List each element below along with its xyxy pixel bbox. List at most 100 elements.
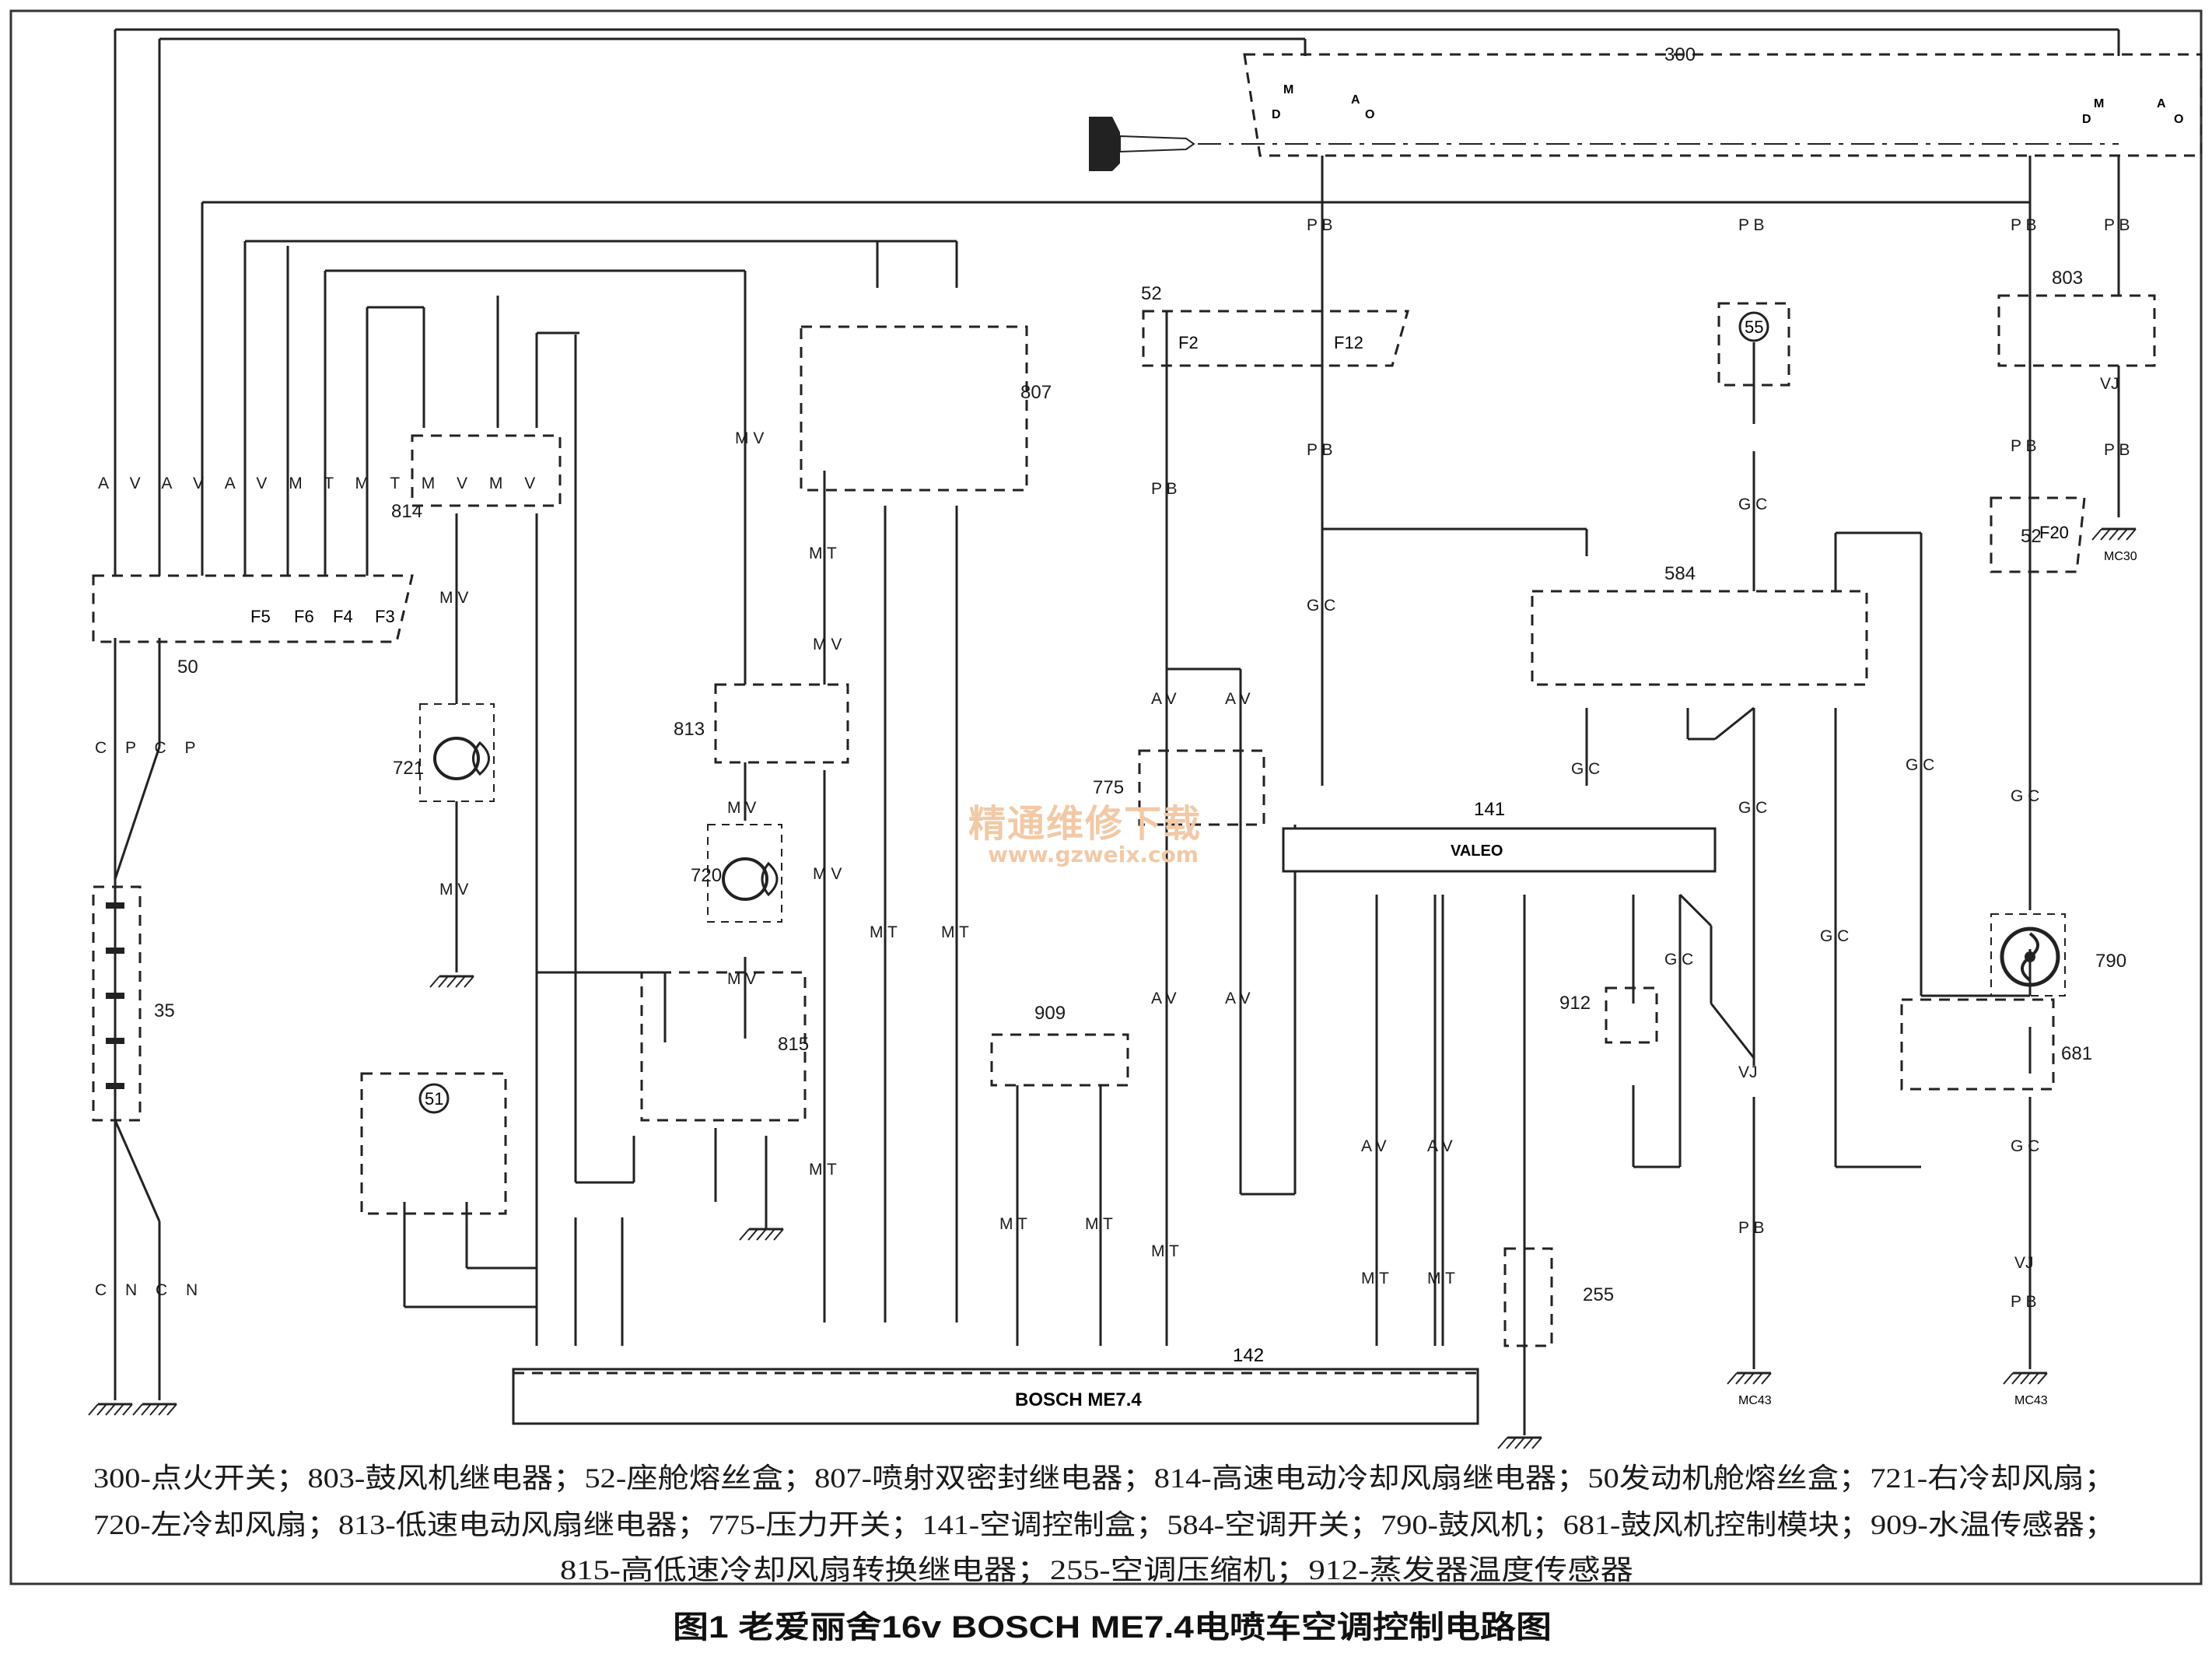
wire-pb-7: P B [2011, 437, 2036, 455]
wire-vj-2: VJ [2014, 1254, 2034, 1272]
fuse-f6: F6 [294, 607, 314, 626]
legend-line-1: 300-点火开关；803-鼓风机继电器；52-座舱熔丝盒；807-喷射双密封继电… [93, 1463, 2116, 1494]
ign-pos-6: D [2082, 113, 2091, 126]
wire-mv-5: M V [813, 865, 842, 883]
wire-pb-5: P B [2104, 216, 2130, 234]
wire-av-6: A V [1427, 1137, 1453, 1155]
legend-line-3: 815-高低速冷却风扇转换继电器；255-空调压缩机；912-蒸发器温度传感器 [560, 1554, 1633, 1585]
wire-mt-3: M T [870, 923, 898, 941]
wire-pb-3: P B [1738, 216, 1764, 234]
fuse-labels: F2 F12 F20 F5 F6 F4 F3 [250, 333, 2069, 626]
wire-pb-8: P B [1151, 480, 1177, 498]
wire-gc-7: G C [2011, 787, 2039, 805]
label-720: 720 [691, 865, 722, 886]
ign-pos-4: O [1365, 108, 1374, 121]
wire-pb-6: P B [2104, 441, 2130, 459]
label-52: 52 [1141, 283, 1162, 304]
ac-box-id-label: 141 [1474, 799, 1505, 820]
wire-vj-1: VJ [1738, 1063, 1758, 1081]
wire-mt-9: M T [1427, 1270, 1455, 1287]
label-912: 912 [1559, 993, 1591, 1014]
ign-pos-5: M [2094, 97, 2104, 110]
ac-control-box-141 [1282, 827, 1717, 873]
fuse-f20: F20 [2039, 523, 2069, 542]
wire-gc-2: G C [1307, 597, 1335, 615]
wire-gc-1: G C [1738, 496, 1767, 513]
ecu-142-block [512, 1368, 1479, 1425]
ign-pos-3: A [1351, 93, 1360, 107]
wire-pb-9: P B [1738, 1219, 1764, 1237]
label-50: 50 [177, 657, 198, 678]
ground-labels: MC30 MC43 MC43 [1738, 550, 2137, 1407]
fan-721-icon [419, 703, 495, 802]
wire-code-labels: A V A V A V M T M T M V M V C P C P C N … [95, 216, 2130, 1311]
label-721: 721 [393, 758, 424, 779]
label-909: 909 [1034, 1003, 1066, 1024]
wire-mt-7: M T [1151, 1242, 1179, 1260]
wire-gc-5: G C [1906, 756, 1934, 774]
label-300: 300 [1664, 44, 1696, 65]
wire-mv-2: M V [439, 881, 468, 899]
wire-pb-2: P B [1307, 441, 1332, 459]
legend: 300-点火开关；803-鼓风机继电器；52-座舱熔丝盒；807-喷射双密封继电… [93, 1463, 2116, 1585]
ecu-name-label: BOSCH ME7.4 [1015, 1389, 1142, 1410]
wire-mt-8: M T [1361, 1270, 1389, 1287]
blower-790-icon [1990, 913, 2066, 997]
wire-av-2: A V [1225, 690, 1251, 708]
wire-pb-4: P B [2011, 216, 2036, 234]
ac-box-brand-label: VALEO [1451, 843, 1503, 860]
ign-pos-2: D [1272, 108, 1281, 121]
wire-cpcp: C P C P [95, 739, 202, 757]
label-790: 790 [2095, 951, 2126, 972]
wire-mv-4: M V [813, 636, 842, 653]
label-681: 681 [2061, 1043, 2092, 1064]
wire-mv-1: M V [439, 589, 468, 607]
fan-720-icon [707, 824, 782, 923]
wire-gc-8: G C [2011, 1137, 2039, 1155]
label-255: 255 [1583, 1284, 1614, 1305]
ground-mc30: MC30 [2104, 550, 2137, 563]
dashed-enclosures [92, 53, 2203, 1347]
ign-pos-8: O [2174, 113, 2183, 126]
label-35: 35 [154, 1000, 175, 1021]
component-labels: 300 803 52 807 814 50 721 813 720 775 58… [154, 44, 2126, 1305]
wire-gc-4: G C [1738, 799, 1767, 817]
figure-frame [9, 9, 2203, 1585]
wire-pb-10: P B [2011, 1293, 2036, 1311]
wire-mv-3: M V [735, 429, 764, 447]
label-813: 813 [674, 719, 705, 740]
ref-51-label: 51 [425, 1089, 443, 1109]
ref-51-circle [418, 1083, 450, 1114]
legend-line-2: 720-左冷却风扇；813-低速电动风扇继电器；775-压力开关；141-空调控… [93, 1509, 2116, 1540]
battery-35-icon [106, 902, 124, 1089]
ignition-key-icon [1089, 117, 2119, 171]
wire-top-bundle: A V A V A V M T M T M V M V [98, 475, 544, 492]
label-815: 815 [778, 1034, 809, 1055]
ground-mc43-b: MC43 [2014, 1394, 2048, 1407]
watermark-cn: 精通维修下载 [968, 802, 1202, 846]
label-52-right: 52 [2021, 526, 2042, 547]
fuse-f12: F12 [1334, 333, 1363, 352]
wire-mt-6: M T [1085, 1215, 1113, 1233]
wire-pb-1: P B [1307, 216, 1332, 234]
label-775: 775 [1093, 777, 1124, 798]
ground-mc43-a: MC43 [1738, 1394, 1772, 1407]
wire-gc-3: G C [1571, 760, 1600, 778]
figure-caption: 图1 老爱丽舍16v BOSCH ME7.4电喷车空调控制电路图 [673, 1610, 1552, 1645]
wire-gc-6: G C [1820, 927, 1849, 945]
ecu-id-label: 142 [1233, 1345, 1264, 1366]
wire-vj-3: VJ [2100, 375, 2119, 393]
wire-cncn: C N C N [95, 1281, 205, 1299]
wire-mt-2: M T [809, 1161, 837, 1179]
wire-mt-4: M T [941, 923, 969, 941]
ground-symbols [87, 527, 2137, 1450]
ref-55-label: 55 [1745, 317, 1763, 337]
ref-55-circle [1738, 311, 1769, 342]
wire-av-1: A V [1151, 690, 1177, 708]
wire-layer [114, 28, 2120, 1435]
fuse-f2: F2 [1178, 333, 1199, 352]
wire-av-4: A V [1225, 990, 1251, 1007]
wire-mt-5: M T [999, 1215, 1027, 1233]
